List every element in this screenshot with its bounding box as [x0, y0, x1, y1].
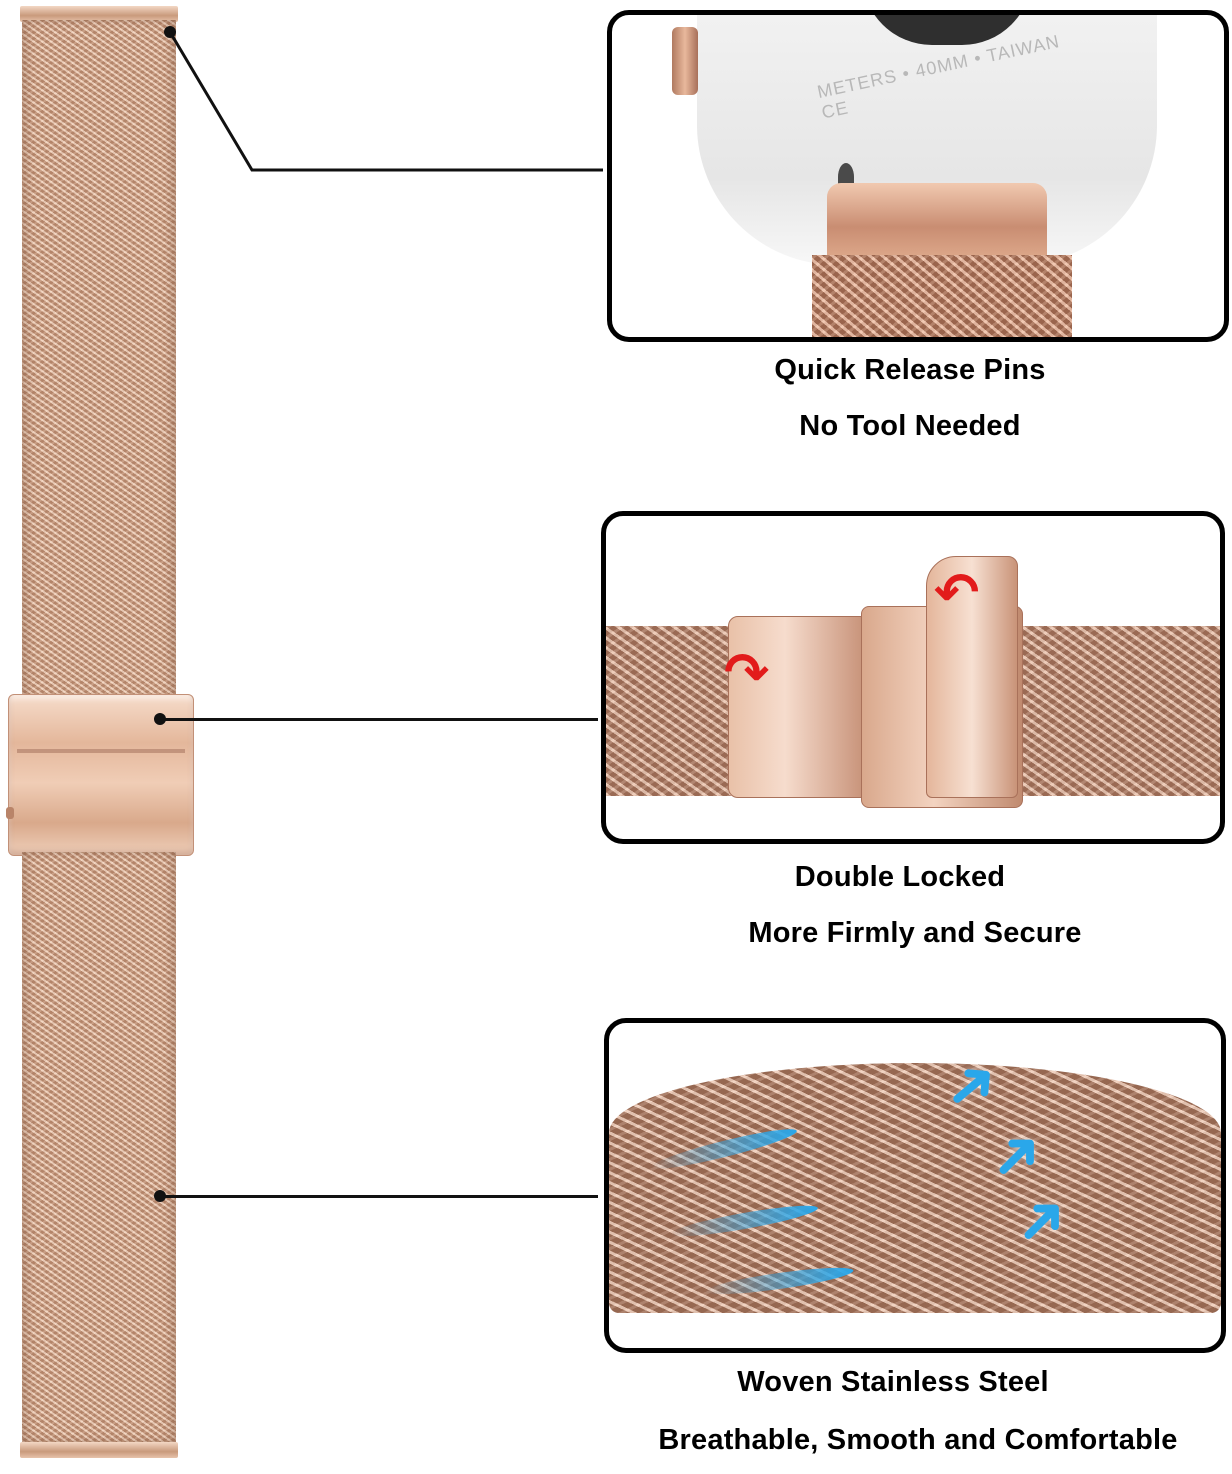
curved-arrow-red-icon: ↷: [724, 643, 770, 703]
caption-double-lock-title: Double Locked: [794, 861, 1006, 893]
strap-end-top: [20, 6, 178, 22]
leader-line-pins: [168, 31, 603, 172]
mesh-strap: [6, 6, 194, 1466]
curved-arrow-red-icon: ↶: [934, 563, 980, 623]
caption-woven-steel-title: Woven Stainless Steel: [737, 1366, 1049, 1398]
strap-mesh-lower: [22, 852, 176, 1442]
leader-line-mesh: [160, 1195, 598, 1198]
caption-woven-steel-subtitle: Breathable, Smooth and Comfortable: [658, 1424, 1178, 1456]
caption-double-lock-subtitle: More Firmly and Secure: [748, 917, 1082, 949]
watch-crown: [672, 27, 698, 95]
strap-end-bottom: [20, 1442, 178, 1458]
buckle-lock-right: [926, 556, 1018, 798]
feature-panel-double-lock: ↷ ↶: [601, 511, 1225, 844]
mesh-detail: [812, 255, 1072, 337]
strap-mesh-upper: [22, 20, 176, 700]
clasp-seam: [17, 749, 185, 753]
leader-line-clasp: [160, 718, 598, 721]
caption-quick-release-subtitle: No Tool Needed: [799, 410, 1021, 442]
clasp-pin: [6, 807, 14, 819]
feature-panel-woven-steel: ➜ ➜ ➜: [604, 1018, 1226, 1353]
caption-quick-release-title: Quick Release Pins: [774, 354, 1046, 386]
feature-panel-quick-release: METERS • 40MM • TAIWAN CE: [607, 10, 1229, 342]
woven-mesh: [609, 1063, 1221, 1313]
